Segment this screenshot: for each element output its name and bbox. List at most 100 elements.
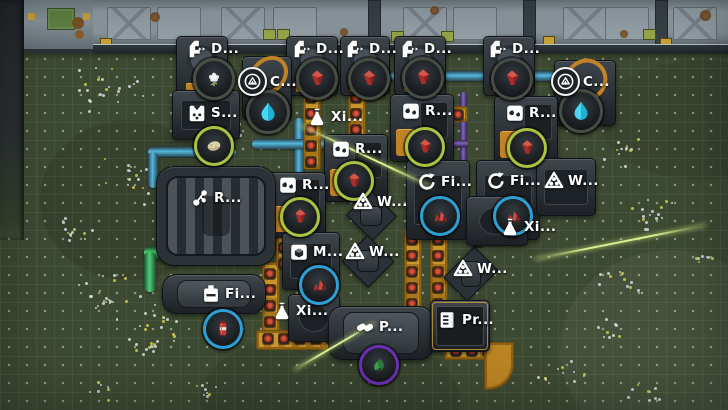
machine-label[interactable]: W... [452, 258, 508, 280]
flower [609, 275, 612, 278]
green-pipe[interactable] [144, 252, 156, 292]
wall-panel [221, 7, 265, 40]
blue-pipe[interactable] [148, 147, 236, 157]
blue-pipe[interactable] [148, 152, 158, 188]
flower [102, 302, 105, 305]
flower [621, 272, 624, 275]
machine-label[interactable]: R... [189, 187, 242, 209]
ground-item[interactable] [193, 58, 235, 100]
flower [206, 395, 209, 398]
machine-label[interactable]: Xi... [499, 216, 556, 238]
flower [598, 283, 601, 286]
flower [102, 94, 105, 97]
flower [612, 334, 615, 337]
ground-item[interactable] [203, 309, 243, 349]
machine-label[interactable]: C... [238, 67, 297, 96]
machine-label[interactable]: C... [551, 67, 610, 96]
flower [139, 295, 142, 298]
flower [630, 148, 633, 151]
flower [607, 272, 610, 275]
belt-item-berry [433, 267, 443, 277]
ground-item[interactable] [405, 127, 445, 167]
ground-item[interactable] [280, 197, 320, 237]
flower [625, 149, 627, 151]
red-gem-icon [414, 136, 436, 158]
flower [64, 217, 67, 220]
ground-item[interactable] [194, 126, 234, 166]
flower [160, 326, 163, 329]
ground-item[interactable] [559, 89, 603, 133]
wall-panel [157, 7, 201, 40]
flower [173, 340, 175, 342]
machine-label[interactable]: R... [504, 102, 557, 124]
flower [644, 228, 647, 231]
ground-item[interactable] [420, 196, 460, 236]
flower [99, 93, 102, 96]
water-drop-icon [568, 98, 594, 124]
blue-pipe[interactable] [252, 139, 342, 149]
machine-label[interactable]: P... [354, 316, 403, 338]
flower [142, 353, 145, 356]
flower [97, 390, 100, 393]
flower [78, 284, 80, 286]
flower [122, 274, 124, 276]
machine-label-text: C... [270, 73, 297, 90]
ground-item[interactable] [491, 58, 533, 100]
ground-item[interactable] [296, 58, 338, 100]
red-gem-icon [305, 67, 329, 91]
machine-label[interactable]: D... [186, 38, 239, 60]
machine-label[interactable]: Xi... [271, 300, 328, 322]
flower [647, 199, 649, 201]
ground-item[interactable] [493, 196, 533, 236]
drill-icon [291, 38, 313, 60]
belt-item-berry [306, 141, 316, 151]
machine-label[interactable]: W... [344, 241, 400, 263]
belt-item-berry [351, 93, 361, 103]
machine-label[interactable]: M... [288, 241, 343, 263]
machine-label[interactable]: R... [400, 100, 453, 122]
ground-item[interactable] [299, 265, 339, 305]
wash-icon [344, 241, 366, 263]
flower-item-icon [202, 67, 226, 91]
flower [711, 257, 714, 260]
flower [88, 110, 91, 113]
filter-icon [200, 283, 222, 305]
machine-label[interactable]: R... [277, 174, 330, 196]
machine-label[interactable]: S... [186, 102, 238, 124]
machine-label[interactable]: R... [330, 138, 383, 160]
ground-item[interactable] [402, 57, 444, 99]
machine-label[interactable]: D... [399, 38, 452, 60]
ground-item[interactable] [359, 345, 399, 385]
flower [608, 336, 611, 339]
flower [128, 338, 131, 341]
machine-label[interactable]: W... [352, 191, 408, 213]
machine-label[interactable]: D... [291, 38, 344, 60]
blue-pipe[interactable] [390, 71, 556, 81]
machine-label[interactable]: Fi... [200, 283, 256, 305]
machine-label[interactable]: D... [344, 38, 397, 60]
machine-label[interactable]: Fi... [485, 170, 541, 192]
ground-item[interactable] [246, 90, 290, 134]
research-machine[interactable] [156, 166, 276, 266]
machine-label[interactable]: Pr... [437, 309, 494, 331]
crystal-cluster-icon [308, 274, 330, 296]
flower [630, 281, 633, 284]
flower [537, 376, 540, 379]
flower [83, 232, 86, 235]
flower [104, 158, 106, 160]
purple-pipe[interactable] [460, 92, 467, 176]
flower [146, 324, 149, 327]
ground-item[interactable] [348, 58, 390, 100]
machine-label[interactable]: Fi... [416, 171, 472, 193]
ground-item[interactable] [507, 128, 547, 168]
flower [88, 99, 91, 102]
blue-pipe[interactable] [294, 118, 304, 222]
machine-label[interactable]: Xi... [306, 106, 363, 128]
machine-label[interactable]: D... [487, 38, 540, 60]
flower [208, 393, 211, 396]
conveyor-belt[interactable] [404, 228, 422, 310]
core-icon [551, 67, 580, 96]
wash-icon [543, 170, 565, 192]
machine-label[interactable]: W... [543, 170, 599, 192]
